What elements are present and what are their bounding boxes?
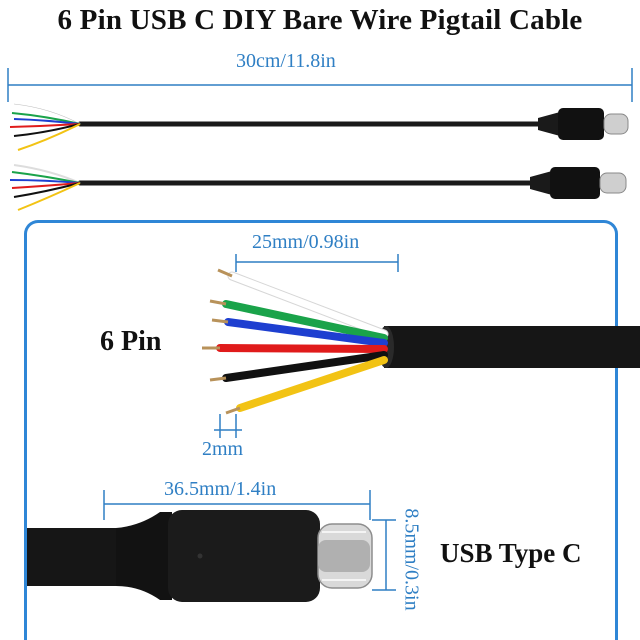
wire-bundle — [202, 268, 389, 415]
page-title: 6 Pin USB C DIY Bare Wire Pigtail Cable — [57, 4, 583, 36]
pin-count-label: 6 Pin — [100, 326, 162, 357]
cable-bottom — [9, 164, 627, 211]
tip-length-label: 2mm — [202, 438, 244, 460]
usb-c-connector — [27, 510, 373, 602]
connector-height-label: 8.5mm/0.3in — [400, 508, 423, 611]
detail-panel — [24, 220, 618, 640]
cable-top — [9, 103, 629, 151]
cable-jacket — [378, 326, 640, 368]
strip-length-label: 25mm/0.98in — [252, 231, 360, 253]
connector-type-label: USB Type C — [440, 538, 582, 568]
connector-length-label: 36.5mm/1.4in — [164, 478, 277, 500]
cable-length-label: 30cm/11.8in — [236, 50, 336, 72]
